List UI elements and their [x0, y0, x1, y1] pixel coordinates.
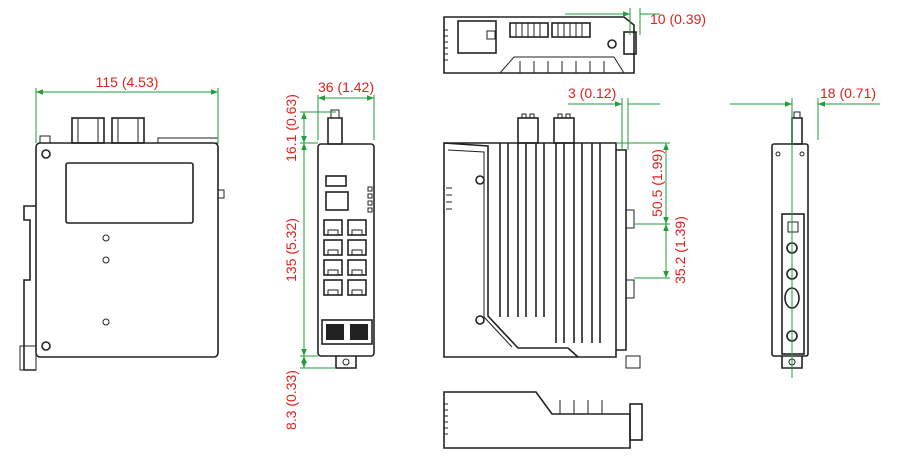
- dim-bottom-clearance: 8.3 (0.33): [283, 370, 299, 430]
- front-view: [19, 117, 225, 371]
- dimension-lines: [35, 8, 880, 378]
- dim-rear-upper: 50.5 (1.99): [649, 149, 665, 217]
- top-view: [443, 16, 637, 74]
- dim-side-depth: 36 (1.42): [318, 79, 374, 95]
- dim-front-width: 115 (4.53): [96, 74, 159, 90]
- dim-rear-offset: 3 (0.12): [568, 85, 616, 101]
- bottom-view: [443, 391, 643, 449]
- right-side-view: [771, 111, 809, 369]
- rear-view: [443, 113, 641, 369]
- dim-right-side: 18 (0.71): [820, 85, 876, 101]
- dim-rear-lower: 35.2 (1.39): [672, 216, 688, 284]
- dim-top-clearance: 16.1 (0.63): [283, 94, 299, 162]
- dim-top-view-offset: 10 (0.39): [650, 11, 706, 27]
- dim-height: 135 (5.32): [283, 218, 299, 282]
- port-side-view: [317, 109, 375, 369]
